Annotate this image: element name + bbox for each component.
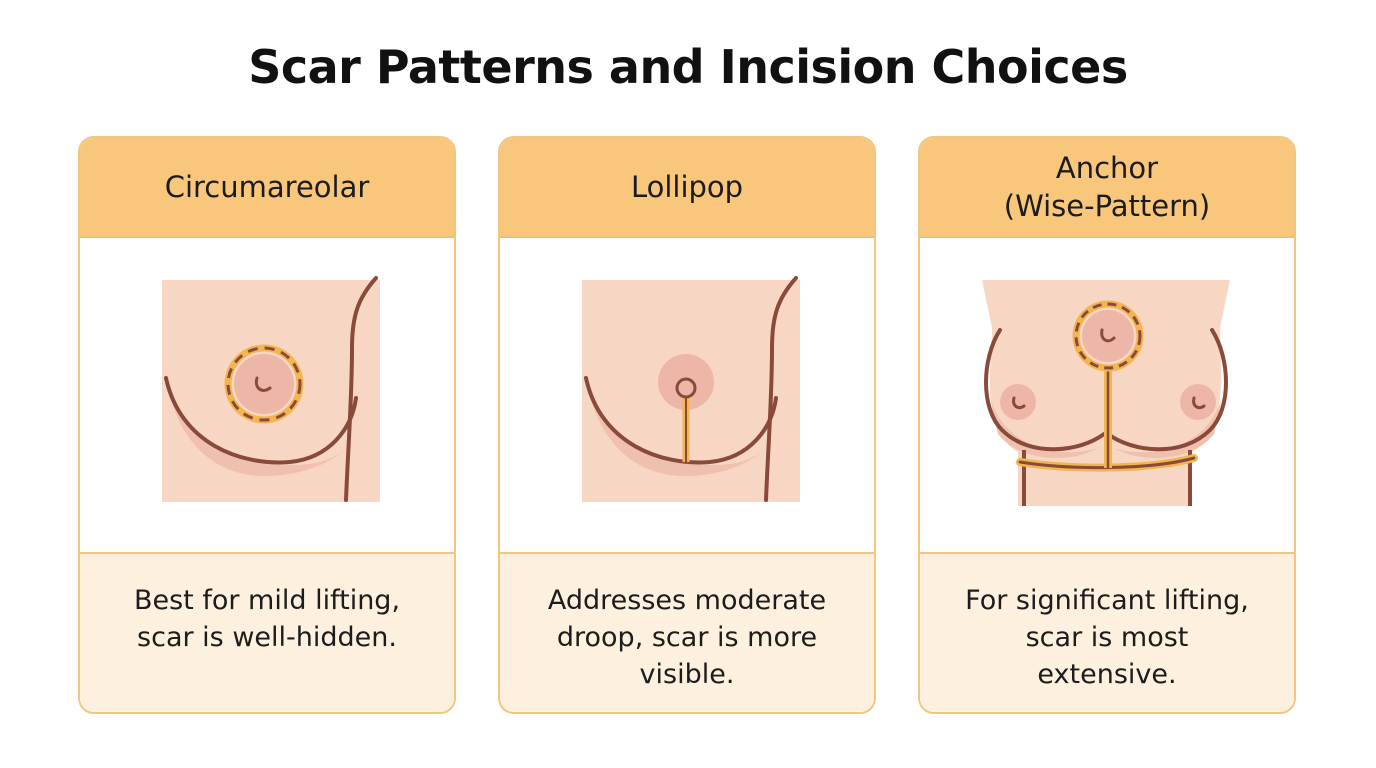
breast-outline <box>164 376 358 465</box>
central-areola <box>1082 310 1134 362</box>
breast-fold-shadow <box>586 378 790 477</box>
body-side-outline <box>764 276 798 502</box>
circumareolar-incision-icon <box>162 276 380 502</box>
description-line: extensive. <box>1037 659 1177 690</box>
breast-fold-shadow <box>166 378 370 477</box>
body-side-outline <box>344 276 378 502</box>
nipple-mark <box>254 376 272 392</box>
anchor-illustration <box>920 238 1294 552</box>
card-header: Anchor (Wise-Pattern) <box>920 138 1294 238</box>
card-description: For significant lifting, scar is most ex… <box>920 552 1294 712</box>
description-line: Addresses moderate <box>547 585 827 616</box>
anchor-incision-icon <box>982 280 1230 506</box>
description-line: droop, scar is more <box>556 622 818 653</box>
card-lollipop: Lollipop Addresses moderate droop, scar … <box>498 136 876 714</box>
description-line: Best for mild lifting, <box>133 585 401 616</box>
card-heading: Anchor <box>1055 151 1159 185</box>
areola <box>658 354 714 410</box>
description-line: scar is well-hidden. <box>137 622 397 653</box>
page-title: Scar Patterns and Incision Choices <box>248 40 1128 94</box>
incision-dash <box>226 346 302 422</box>
right-breast-outline <box>1106 328 1228 452</box>
card-header: Circumareolar <box>80 138 454 238</box>
lollipop-incision-icon <box>582 276 800 502</box>
right-areola <box>1180 384 1216 420</box>
breast-outline <box>584 376 778 465</box>
left-breast-outline <box>984 328 1106 452</box>
description-line: For significant lifting, <box>965 585 1249 616</box>
circumareolar-illustration <box>80 238 454 552</box>
card-description: Best for mild lifting, scar is well-hidd… <box>80 552 454 712</box>
right-nipple-mark <box>1192 396 1206 410</box>
lollipop-illustration <box>500 238 874 552</box>
card-heading: Lollipop <box>630 170 744 204</box>
areola <box>234 354 294 414</box>
card-description: Addresses moderate droop, scar is more v… <box>500 552 874 712</box>
card-header: Lollipop <box>500 138 874 238</box>
central-nipple-mark <box>1100 328 1116 343</box>
card-anchor: Anchor (Wise-Pattern) F <box>918 136 1296 714</box>
card-circumareolar: Circumareolar Best for mild lifting, sca… <box>78 136 456 714</box>
card-heading-sub: (Wise-Pattern) <box>1003 189 1211 223</box>
incision-dash <box>1074 302 1142 370</box>
card-heading: Circumareolar <box>164 170 370 204</box>
left-areola <box>1000 384 1036 420</box>
nipple-ring <box>675 377 697 399</box>
description-line: visible. <box>639 659 735 690</box>
left-nipple-mark <box>1012 396 1026 410</box>
description-line: scar is most <box>1025 622 1189 653</box>
